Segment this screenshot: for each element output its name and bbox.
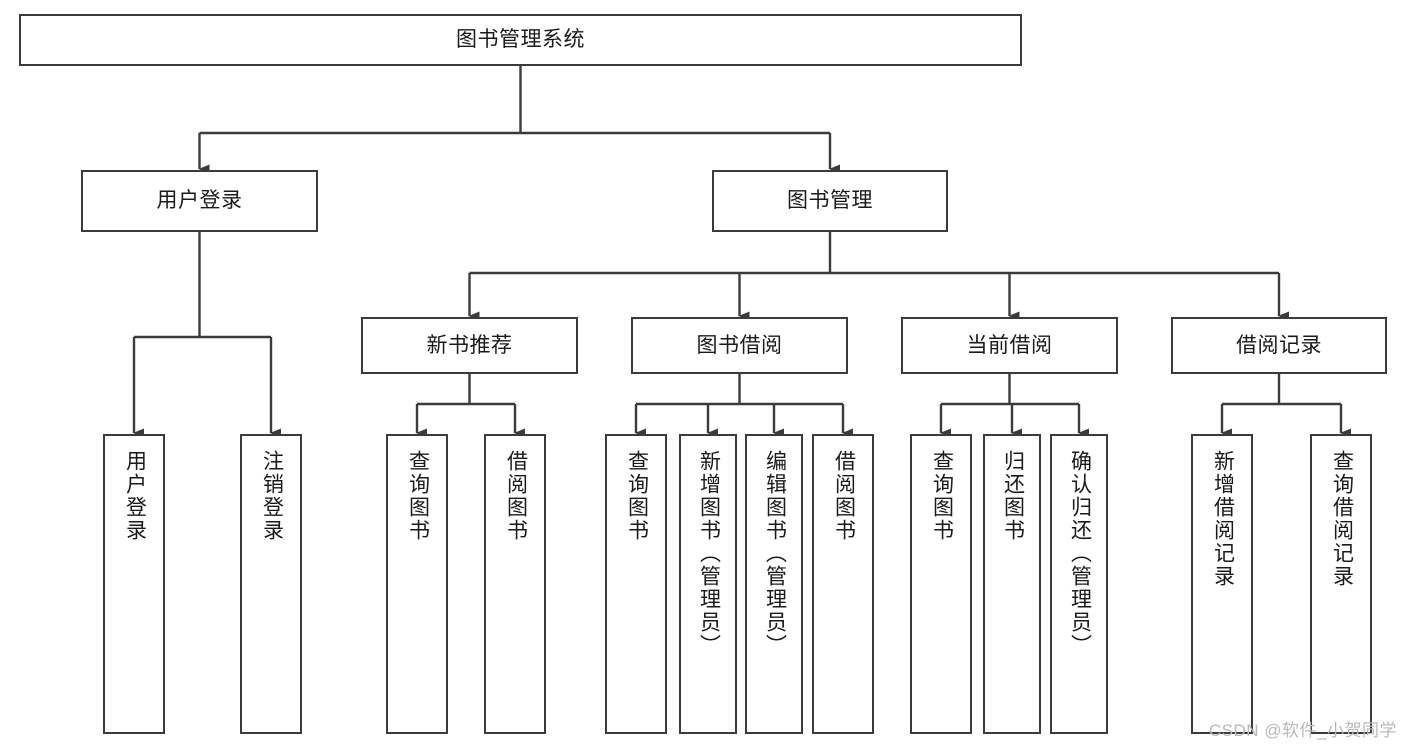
- node-label: 新增图书（管理员）: [697, 450, 721, 657]
- node-root[interactable]: 图书管理系统: [19, 14, 1022, 66]
- node-leaf-user-login[interactable]: 用户登录: [103, 434, 165, 734]
- node-label: 借阅图书: [504, 450, 528, 542]
- node-label: 注销登录: [260, 450, 284, 542]
- node-leaf-logout[interactable]: 注销登录: [240, 434, 302, 734]
- node-label: 查询图书: [406, 450, 430, 542]
- node-leaf-return[interactable]: 归还图书: [983, 434, 1041, 734]
- node-label: 当前借阅: [966, 333, 1053, 357]
- node-user-login[interactable]: 用户登录: [81, 170, 318, 232]
- node-leaf-query-rec[interactable]: 查询借阅记录: [1310, 434, 1372, 734]
- watermark-text: CSDN @软件_小贺同学: [1208, 721, 1397, 740]
- node-book-manage[interactable]: 图书管理: [712, 170, 948, 232]
- node-leaf-q-book-2[interactable]: 查询图书: [605, 434, 667, 734]
- node-label: 借阅记录: [1236, 333, 1322, 357]
- node-label: 查询图书: [625, 450, 649, 542]
- node-label: 借阅图书: [832, 450, 856, 542]
- node-leaf-b-book-2[interactable]: 借阅图书: [812, 434, 874, 734]
- node-current-borrow[interactable]: 当前借阅: [901, 317, 1118, 374]
- node-book-borrow[interactable]: 图书借阅: [631, 317, 848, 374]
- node-borrow-record[interactable]: 借阅记录: [1171, 317, 1387, 374]
- node-leaf-confirm[interactable]: 确认归还（管理员）: [1050, 434, 1108, 734]
- node-label: 归还图书: [1001, 450, 1025, 542]
- node-leaf-add-rec[interactable]: 新增借阅记录: [1191, 434, 1253, 734]
- node-leaf-q-book-3[interactable]: 查询图书: [910, 434, 972, 734]
- node-label: 新增借阅记录: [1211, 450, 1235, 588]
- node-label: 新书推荐: [426, 333, 513, 357]
- node-leaf-q-book-1[interactable]: 查询图书: [386, 434, 448, 734]
- node-label: 用户登录: [156, 189, 243, 213]
- node-leaf-b-book-1[interactable]: 借阅图书: [484, 434, 546, 734]
- node-new-book-rec[interactable]: 新书推荐: [361, 317, 578, 374]
- node-label: 查询借阅记录: [1330, 450, 1354, 588]
- node-label: 图书管理系统: [456, 28, 585, 52]
- node-leaf-edit-book[interactable]: 编辑图书（管理员）: [745, 434, 803, 734]
- node-label: 编辑图书（管理员）: [763, 450, 787, 657]
- edge-paths: [132, 66, 1351, 438]
- node-label: 图书管理: [787, 189, 873, 213]
- node-label: 图书借阅: [696, 333, 783, 357]
- node-label: 查询图书: [930, 450, 954, 542]
- node-label: 用户登录: [123, 450, 147, 542]
- node-label: 确认归还（管理员）: [1068, 450, 1092, 657]
- node-leaf-add-book[interactable]: 新增图书（管理员）: [679, 434, 737, 734]
